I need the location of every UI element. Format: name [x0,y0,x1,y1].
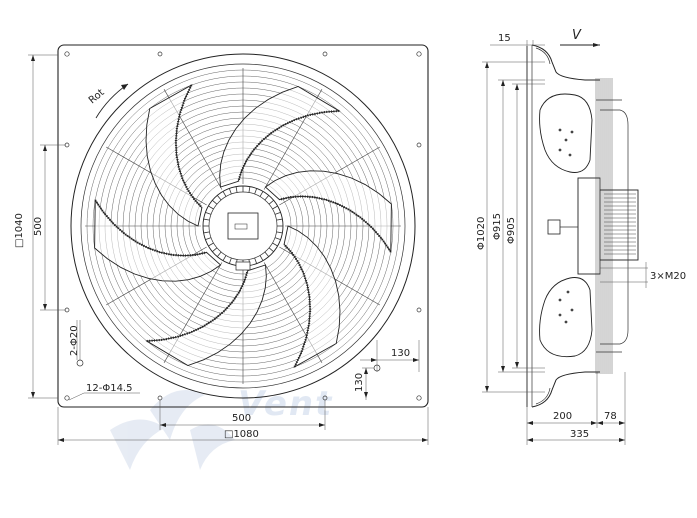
dim-1080: □1080 [57,407,429,445]
dim-thread: 3×M20 [600,262,686,288]
dim-phi-915-text: Φ915 [492,213,503,240]
dim-thread-text: 3×M20 [650,271,686,282]
cable-gland-side [547,219,561,235]
dim-phi-915: Φ915 [492,79,545,373]
front-view: Rot □1040 500 2-Φ20 12-Φ14.5 [14,44,429,445]
dim-square-width: □1080 [224,429,259,440]
dim-200-text: 200 [553,411,572,422]
dim-335: 335 [527,429,625,442]
rotation-label: Rot [87,87,107,106]
dim-130-v: 130 [354,367,374,400]
side-view: V 15 Φ1020 Φ915 [476,28,686,445]
drain-hole [76,359,84,367]
mounting-hole [416,142,422,148]
mounting-plate [57,44,429,408]
watermark-fan-logo [110,390,235,470]
mounting-hole [416,51,422,57]
dim-phi-905-text: Φ905 [506,217,517,244]
motor-fins [604,193,636,255]
dim-130-vertical: 130 [354,373,365,392]
venturi-inner-ring [80,63,406,389]
dim-phi-1020-text: Φ1020 [476,217,487,250]
inlet-bell-bottom [531,371,600,408]
mounting-hole [157,395,163,401]
rotor-hub [577,177,601,275]
blade-profile-upper [539,93,593,173]
mounting-hole [64,395,70,401]
airflow-indicator: V [560,28,600,47]
nameplate [234,223,248,230]
dim-holes-20-text: 2-Φ20 [69,325,80,356]
mounting-hole [416,395,422,401]
mounting-hole [416,307,422,313]
dim-15: 15 [490,33,545,46]
dim-square-height: □1040 [14,213,25,248]
watermark: Vent [110,384,333,470]
dim-holes-14-5-text: 12-Φ14.5 [86,383,132,394]
dim-78-text: 78 [604,411,617,422]
cable-gland [235,261,251,271]
dim-1040: □1040 [14,54,58,399]
dim-holes-20: 2-Φ20 [69,320,81,360]
inlet-bell-top [531,44,600,81]
dim-holes-14-5: 12-Φ14.5 [68,383,140,401]
fan-blades [94,84,392,368]
dim-200-78: 200 78 [526,372,626,445]
dim-500-vertical: 500 [33,217,44,236]
watermark-text: Vent [238,384,333,424]
dim-phi-905: Φ905 [506,83,545,369]
mounting-hole [64,51,70,57]
dim-15-text: 15 [498,33,511,44]
dim-130-horizontal: 130 [391,348,410,359]
dim-phi-1020: Φ1020 [476,61,545,393]
mounting-hole [322,51,328,57]
guard-strut [600,109,629,345]
blade-profile-lower [539,277,593,358]
blade-rivets [558,128,574,324]
venturi-outer-ring [70,53,416,399]
dim-500-v: 500 [33,144,66,311]
rotation-indicator: Rot [87,83,129,119]
dim-130-h: 130 [360,340,420,372]
dim-335-text: 335 [570,429,589,440]
motor-hub [202,185,284,271]
airflow-label: V [572,28,582,43]
mounting-hole [157,51,163,57]
dim-500-horizontal: 500 [232,413,251,424]
motor-body [599,189,639,261]
dim-500-h: 500 [159,400,326,430]
